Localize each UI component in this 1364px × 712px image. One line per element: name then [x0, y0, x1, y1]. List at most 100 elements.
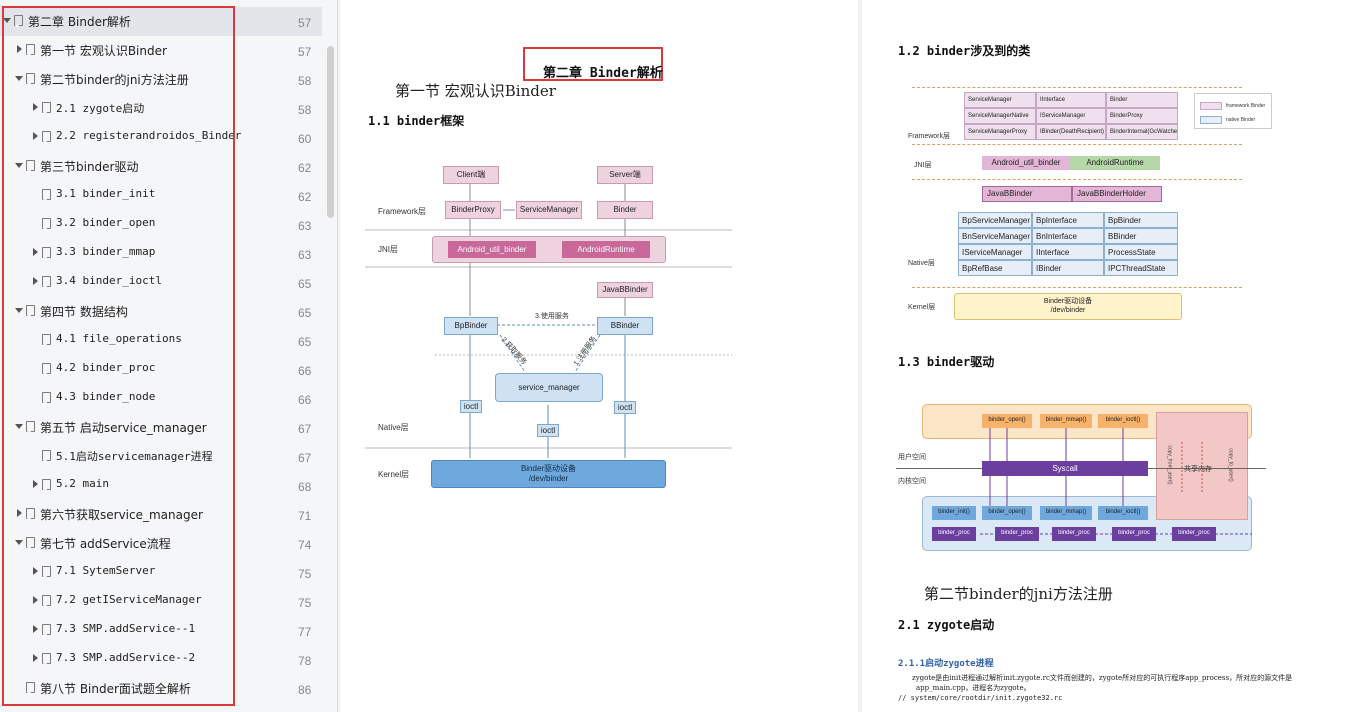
expand-arrow-icon[interactable] [33, 567, 38, 575]
collapse-arrow-icon[interactable] [15, 424, 23, 429]
expand-arrow-icon[interactable] [33, 248, 38, 256]
framework-class-cell: IServiceManager [1036, 108, 1106, 124]
bookmark-label: 5.2 main [56, 477, 109, 490]
native-class-cell: IPCThreadState [1104, 260, 1178, 276]
bookmark-icon [42, 334, 51, 345]
expand-arrow-icon[interactable] [33, 132, 38, 140]
pdf-page-57: 第二章 Binder解析 第一节 宏观认识Binder 1.1 binder框架 [340, 0, 858, 712]
native-class-cell: BnInterface [1032, 228, 1104, 244]
bookmark-icon [42, 102, 51, 113]
bookmark-page-number: 75 [298, 596, 312, 610]
dev-label-2: /dev/binder [1050, 306, 1086, 314]
user-binder-mmap: binder_mmap() [1040, 414, 1092, 428]
collapse-arrow-icon[interactable] [3, 18, 11, 23]
bookmark-label: 第六节获取service_manager [40, 508, 203, 522]
native-layer-label-2: Native层 [908, 260, 935, 267]
divider-1 [912, 87, 1242, 88]
collapse-arrow-icon[interactable] [15, 308, 23, 313]
native-class-cell: IInterface [1032, 244, 1104, 260]
bookmark-label: 7.3 SMP.addService--1 [56, 622, 196, 635]
expand-arrow-icon[interactable] [33, 103, 38, 111]
expand-arrow-icon[interactable] [33, 596, 38, 604]
paragraph-2-1-1-b: app_main.cpp，进程名为zygote。 [916, 684, 1031, 692]
bookmark-page-number: 75 [298, 567, 312, 581]
native-layer-label: Native层 [378, 423, 409, 432]
pdf-page-58: 1.2 binder涉及到的类 Framework层 ServiceManage… [862, 0, 1364, 712]
bookmark-label: 3.2 binder_open [56, 216, 156, 229]
bookmark-label: 7.3 SMP.addService--2 [56, 651, 196, 664]
diagram-arrows [365, 184, 732, 458]
shared-memory-label: 共享内存 [1184, 466, 1212, 473]
bookmark-label: 7.1 SytemServer [56, 564, 156, 577]
client-box: Client端 [443, 166, 499, 184]
kernel-binder-ioctl: binder_ioctl() [1098, 506, 1148, 520]
collapse-arrow-icon[interactable] [15, 163, 23, 168]
bookmark-page-number: 63 [298, 219, 312, 233]
title-1-3: 1.3 binder驱动 [898, 355, 995, 369]
framework-class-cell: ServiceManagerProxy [964, 124, 1036, 140]
expand-arrow-icon[interactable] [33, 625, 38, 633]
bookmark-item[interactable]: 7.2 getIServiceManager 75 [0, 587, 322, 616]
binder-proc-box: binder_proc [1112, 527, 1156, 541]
expand-arrow-icon[interactable] [17, 509, 22, 517]
bookmarks-scrollbar[interactable] [327, 46, 334, 218]
service-manager-fw-box: ServiceManager [516, 201, 582, 219]
native-class-cell: IBinder [1032, 260, 1104, 276]
divider-2 [912, 144, 1242, 145]
kernel-layer-label: Kernel层 [378, 470, 410, 479]
legend-fw-swatch [1200, 102, 1222, 110]
server-box: Server端 [597, 166, 653, 184]
bookmark-page-number: 67 [298, 451, 312, 465]
bookmark-label: 7.2 getIServiceManager [56, 593, 202, 606]
section-2-title: 第二节binder的jni方法注册 [924, 585, 1113, 603]
bookmark-item[interactable]: 3.2 binder_open 63 [0, 210, 322, 239]
kernel-driver-box: Binder驱动设备 /dev/binder [954, 293, 1182, 320]
title-2-1-1: 2.1.1启动zygote进程 [898, 659, 994, 669]
framework-layer-label-2: Framework层 [908, 133, 951, 140]
collapse-arrow-icon[interactable] [15, 540, 23, 545]
bookmark-icon [26, 73, 35, 84]
binder-driver-box: Binder驱动设备 /dev/binder [431, 460, 666, 488]
expand-arrow-icon[interactable] [33, 654, 38, 662]
bookmark-label: 4.2 binder_proc [56, 361, 156, 374]
expand-arrow-icon[interactable] [33, 277, 38, 285]
bookmark-icon [14, 15, 23, 26]
chapter-title: 第二章 Binder解析 [543, 66, 663, 81]
expand-arrow-icon[interactable] [33, 480, 38, 488]
expand-arrow-icon[interactable] [17, 45, 22, 53]
collapse-arrow-icon[interactable] [15, 76, 23, 81]
bookmark-icon [42, 131, 51, 142]
legend-fw-label: framework Binder [1226, 103, 1266, 109]
bookmark-item[interactable]: 7.1 SytemServer 75 [0, 558, 322, 587]
syscall-bar: Syscall [982, 461, 1148, 476]
bookmark-page-number: 62 [298, 190, 312, 204]
legend-native-swatch [1200, 116, 1222, 124]
bookmark-page-number: 58 [298, 103, 312, 117]
framework-class-cell: IBinder(DeathRecipient) [1036, 124, 1106, 140]
legend-box [1194, 93, 1272, 129]
bookmark-page-number: 67 [298, 422, 312, 436]
kernel-binder-init: binder_init() [932, 506, 976, 520]
